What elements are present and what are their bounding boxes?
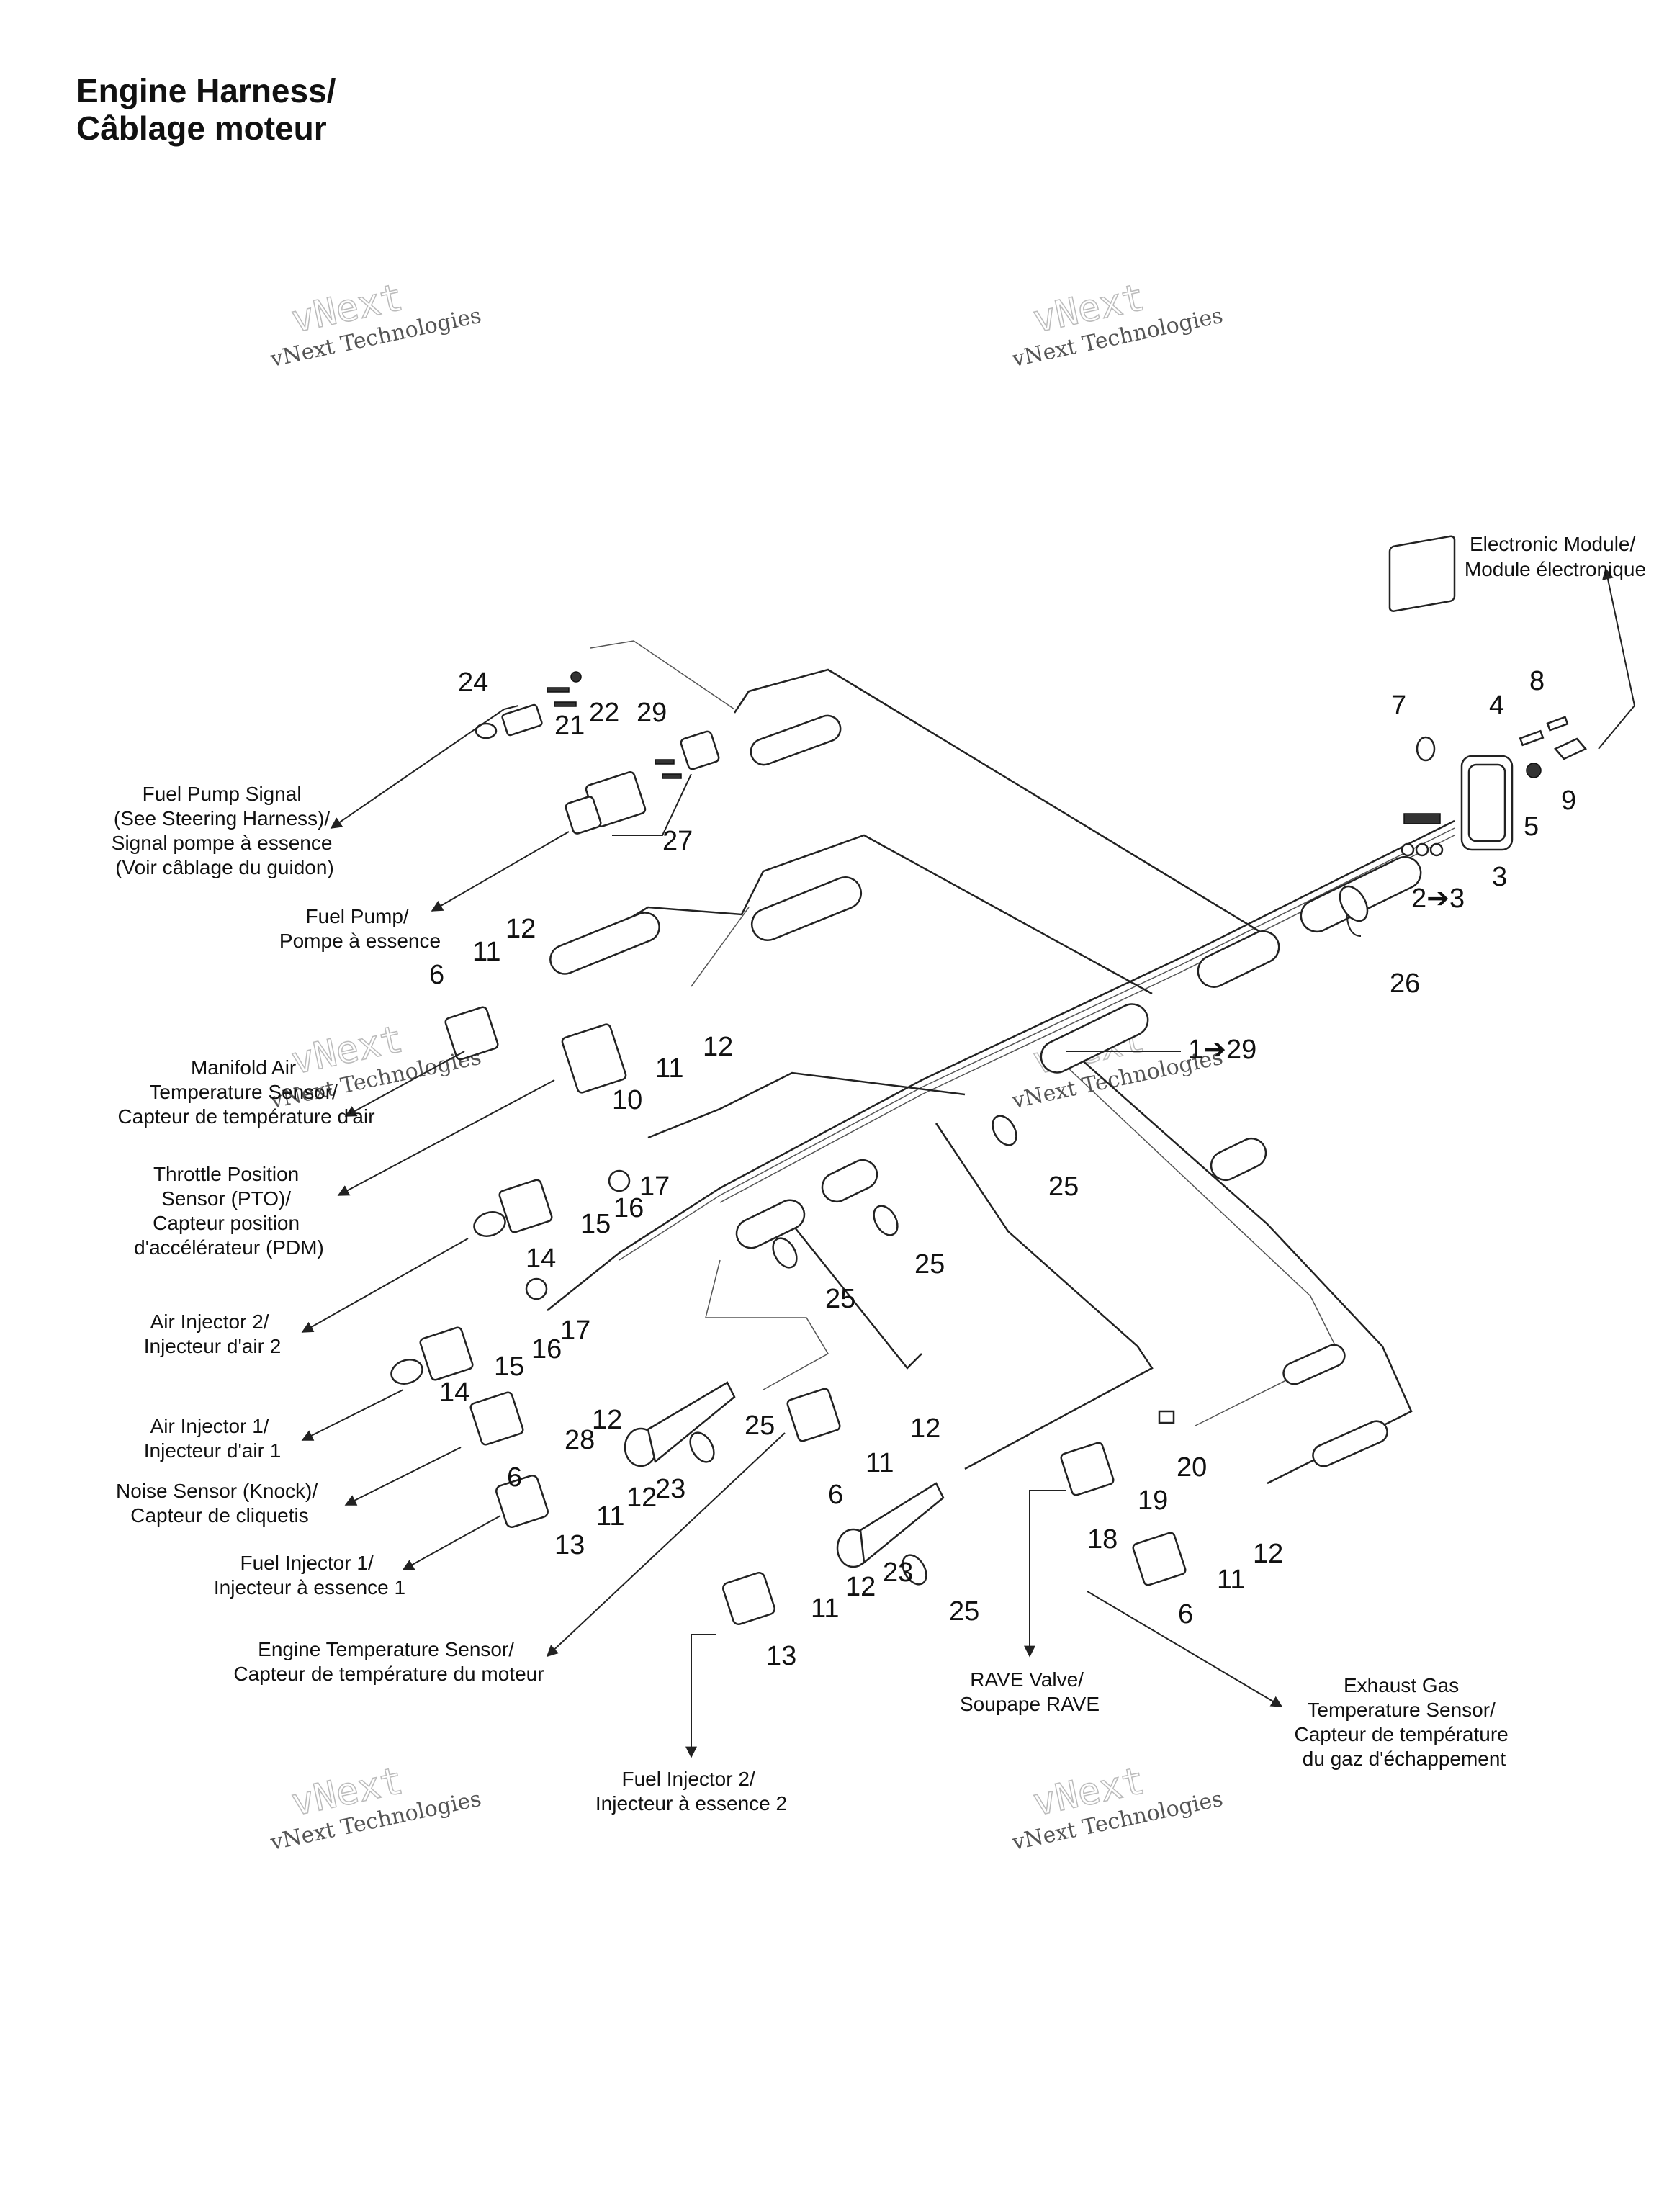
callout: 23 [655, 1474, 685, 1504]
callout: 6 [507, 1462, 522, 1493]
callout: 25 [949, 1596, 979, 1627]
callout: 25 [825, 1284, 855, 1314]
callout: 12 [845, 1572, 876, 1602]
callout: 12 [1253, 1539, 1283, 1569]
callout: 10 [612, 1085, 642, 1115]
harness-trunk [547, 640, 1455, 1485]
callout: 11 [472, 937, 500, 967]
callout: 6 [1178, 1599, 1193, 1629]
watermark-5: vNext vNext Technologies [268, 1758, 484, 1856]
watermark-2: vNext vNext Technologies [1010, 275, 1226, 372]
callout: 12 [592, 1405, 622, 1435]
callout-numbers: 24 21 22 29 27 7 4 8 9 5 3 2➔3 26 1➔29 6… [429, 666, 1576, 1671]
electronic-module-assembly [1339, 535, 1588, 937]
callout: 13 [766, 1641, 796, 1671]
label-fuel-injector-1: Fuel Injector 1/ Injecteur à essence 1 [214, 1552, 405, 1599]
callout: 16 [613, 1193, 644, 1223]
label-air-injector-2: Air Injector 2/ Injecteur d'air 2 [144, 1310, 282, 1357]
callout: 20 [1177, 1452, 1207, 1483]
callout: 14 [439, 1377, 469, 1408]
callout: 13 [554, 1530, 585, 1560]
callout: 2➔3 [1411, 884, 1465, 914]
label-throttle-position: Throttle Position Sensor (PTO)/ Capteur … [134, 1163, 324, 1259]
callout: 3 [1492, 862, 1507, 892]
watermark-1: vNext vNext Technologies [268, 275, 484, 372]
callout: 12 [626, 1483, 657, 1513]
label-electronic-module: Electronic Module/ Module électronique [1465, 533, 1646, 580]
callout: 6 [429, 960, 444, 990]
callout: 11 [866, 1448, 894, 1478]
callout: 8 [1529, 666, 1545, 696]
title-line-1: Engine Harness/ [76, 72, 336, 109]
callout: 1➔29 [1188, 1035, 1256, 1065]
callout: 12 [910, 1413, 940, 1444]
callout: 29 [637, 698, 667, 728]
callout: 11 [1217, 1565, 1245, 1595]
label-manifold-air-temp: Manifold Air Temperature Sensor/ Capteur… [117, 1056, 374, 1128]
label-fuel-injector-2: Fuel Injector 2/ Injecteur à essence 2 [595, 1768, 787, 1815]
callout: 9 [1561, 786, 1576, 816]
callout: 21 [554, 711, 585, 741]
callout: 22 [589, 698, 619, 728]
callout: 25 [1048, 1172, 1079, 1202]
label-noise-sensor: Noise Sensor (Knock)/ Capteur de cliquet… [116, 1480, 323, 1527]
label-fuel-pump-signal: Fuel Pump Signal (See Steering Harness)/… [112, 783, 338, 878]
callout: 27 [662, 826, 693, 856]
callout: 28 [565, 1425, 595, 1455]
callout: 24 [458, 667, 488, 698]
callout: 12 [505, 914, 536, 944]
callout: 15 [494, 1352, 524, 1382]
callout: 25 [914, 1249, 945, 1280]
label-exhaust-gas: Exhaust Gas Temperature Sensor/ Capteur … [1294, 1674, 1514, 1770]
callout: 25 [745, 1411, 775, 1441]
callout: 6 [828, 1480, 843, 1510]
label-engine-temp: Engine Temperature Sensor/ Capteur de te… [233, 1638, 544, 1685]
watermark-6: vNext vNext Technologies [1010, 1758, 1226, 1856]
page-title: Engine Harness/ Câblage moteur [76, 72, 336, 147]
callout: 7 [1391, 691, 1406, 721]
label-rave-valve: RAVE Valve/ Soupape RAVE [960, 1668, 1100, 1715]
callout: 23 [883, 1557, 913, 1588]
callout: 11 [596, 1501, 624, 1532]
callout: 26 [1390, 968, 1420, 999]
callout: 5 [1524, 811, 1539, 842]
callout: 14 [526, 1244, 556, 1274]
callout: 12 [703, 1032, 733, 1062]
callout: 18 [1087, 1524, 1118, 1555]
callout: 11 [811, 1593, 839, 1624]
leader-lines [301, 567, 1636, 1758]
title-line-2: Câblage moteur [76, 109, 327, 147]
part-labels: Electronic Module/ Module électronique F… [112, 533, 1646, 1815]
callout: 17 [560, 1316, 590, 1346]
callout: 19 [1138, 1485, 1168, 1516]
callout: 11 [655, 1053, 683, 1084]
label-air-injector-1: Air Injector 1/ Injecteur d'air 1 [144, 1415, 282, 1462]
callout: 16 [531, 1334, 562, 1364]
callout: 17 [639, 1172, 670, 1202]
callout: 15 [580, 1209, 611, 1239]
callout: 4 [1489, 691, 1504, 721]
connectors [390, 671, 1187, 1625]
label-fuel-pump: Fuel Pump/ Pompe à essence [279, 905, 441, 952]
